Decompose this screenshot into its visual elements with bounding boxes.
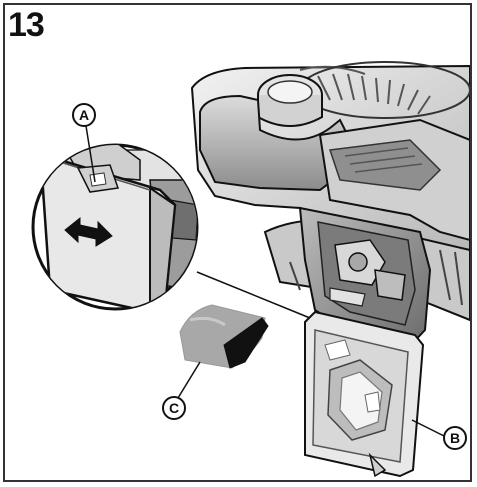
foam-filter-c [179,304,269,369]
engine-illustration [190,61,470,350]
leader-lines [85,125,447,438]
detail-zoom-circle [31,143,199,311]
svg-text:C: C [169,400,179,416]
svg-text:A: A [79,107,89,123]
callout-c: C [162,396,186,420]
callout-b: B [443,426,467,450]
svg-text:B: B [450,430,460,446]
callout-a: A [72,103,96,127]
air-filter-cover-b [304,310,425,478]
step-number: 13 [8,6,45,44]
